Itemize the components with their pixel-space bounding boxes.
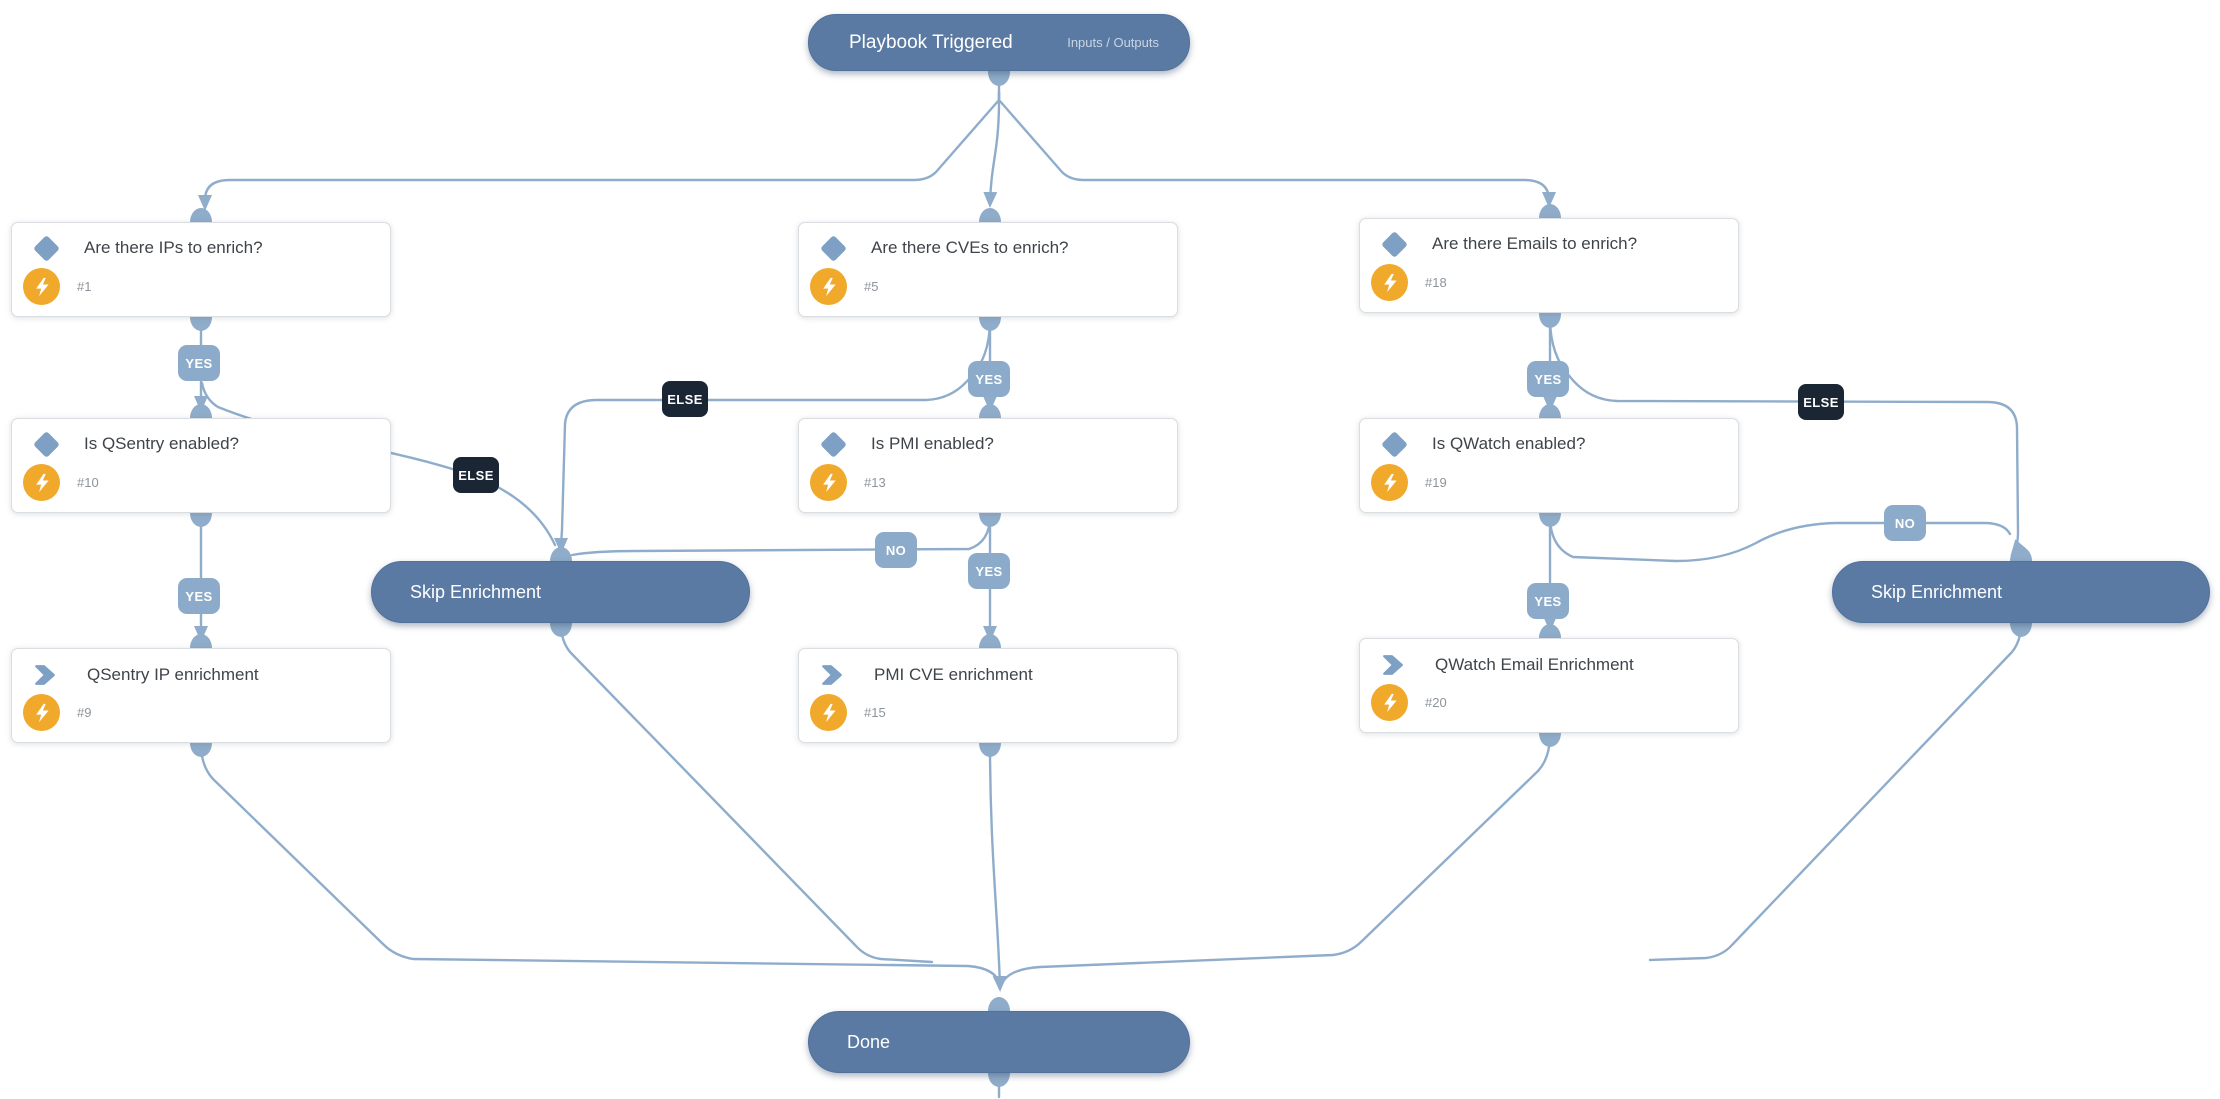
- edge-qsentry-enr-to-done: [199, 742, 1002, 987]
- task-number: #5: [864, 279, 879, 294]
- condition-icon: [820, 431, 847, 458]
- done-node[interactable]: Done: [808, 1011, 1190, 1073]
- automation-icon: [23, 464, 60, 501]
- task-condition-qsentry[interactable]: Is QSentry enabled? #10: [11, 418, 391, 513]
- condition-icon: [820, 235, 847, 262]
- task-title: PMI CVE enrichment: [874, 665, 1033, 684]
- tag-yes-cves: YES: [968, 361, 1010, 397]
- tag-yes-ips: YES: [178, 345, 220, 381]
- tag-yes-emails: YES: [1527, 361, 1569, 397]
- task-playbook-qsentry-ip-enrichment[interactable]: QSentry IP enrichment #9: [11, 648, 391, 743]
- tag-else-emails: ELSE: [1798, 384, 1844, 420]
- task-number: #10: [77, 475, 99, 490]
- edge-pmi-no-to-skip: [570, 514, 992, 557]
- tag-no-pmi: NO: [875, 532, 917, 568]
- task-title: QSentry IP enrichment: [87, 665, 259, 684]
- task-number: #1: [77, 279, 92, 294]
- task-title: Are there Emails to enrich?: [1432, 233, 1638, 253]
- automation-icon: [810, 464, 847, 501]
- edge-trigger-to-ips: [198, 90, 1001, 211]
- task-condition-emails[interactable]: Are there Emails to enrich? #18: [1359, 218, 1739, 313]
- edge-qwatch-enr-to-done: [1000, 732, 1552, 986]
- tag-else-ips: ELSE: [453, 457, 499, 493]
- tag-no-qwatch: NO: [1884, 505, 1926, 541]
- inputs-outputs-link[interactable]: Inputs / Outputs: [1067, 35, 1159, 50]
- edge-qwatch-no-to-skip: [1548, 514, 2012, 563]
- automation-icon: [810, 268, 847, 305]
- condition-icon: [33, 235, 60, 262]
- task-condition-qwatch[interactable]: Is QWatch enabled? #19: [1359, 418, 1739, 513]
- condition-icon: [1381, 231, 1408, 258]
- task-number: #9: [77, 705, 92, 720]
- automation-icon: [23, 694, 60, 731]
- task-title: Is PMI enabled?: [871, 433, 994, 453]
- tag-yes-qsentry: YES: [178, 578, 220, 614]
- playbook-trigger-node[interactable]: Playbook Triggered Inputs / Outputs: [808, 14, 1190, 71]
- task-number: #13: [864, 475, 886, 490]
- node-title: Skip Enrichment: [410, 581, 542, 602]
- condition-icon: [1381, 431, 1408, 458]
- edge-trigger-to-cves: [983, 70, 1001, 208]
- subplaybook-icon: [33, 663, 59, 687]
- task-title: Are there CVEs to enrich?: [871, 237, 1069, 257]
- condition-icon: [33, 431, 60, 458]
- task-playbook-pmi-cve-enrichment[interactable]: PMI CVE enrichment #15: [798, 648, 1178, 743]
- automation-icon: [1371, 684, 1408, 721]
- edge-pmi-enr-to-done: [988, 742, 1007, 992]
- task-title: Is QSentry enabled?: [84, 433, 239, 453]
- tag-yes-qwatch: YES: [1527, 583, 1569, 619]
- task-title: Are there IPs to enrich?: [84, 237, 263, 257]
- tag-else-cves: ELSE: [662, 381, 708, 417]
- tag-yes-pmi: YES: [968, 553, 1010, 589]
- task-playbook-qwatch-email-enrichment[interactable]: QWatch Email Enrichment #20: [1359, 638, 1739, 733]
- task-number: #20: [1425, 695, 1447, 710]
- task-number: #19: [1425, 475, 1447, 490]
- node-title: Skip Enrichment: [1871, 581, 2003, 602]
- automation-icon: [1371, 464, 1408, 501]
- task-title: Is QWatch enabled?: [1432, 433, 1586, 453]
- task-condition-cves[interactable]: Are there CVEs to enrich? #5: [798, 222, 1178, 317]
- edge-trigger-to-emails: [997, 90, 1556, 208]
- task-condition-pmi[interactable]: Is PMI enabled? #13: [798, 418, 1178, 513]
- subplaybook-icon: [1381, 653, 1407, 677]
- task-condition-ips[interactable]: Are there IPs to enrich? #1: [11, 222, 391, 317]
- trigger-title: Playbook Triggered: [849, 31, 1013, 53]
- skip-enrichment-node-left[interactable]: Skip Enrichment: [371, 561, 750, 623]
- task-number: #18: [1425, 275, 1447, 290]
- automation-icon: [1371, 264, 1408, 301]
- task-number: #15: [864, 705, 886, 720]
- task-title: QWatch Email Enrichment: [1435, 655, 1634, 674]
- subplaybook-icon: [820, 663, 846, 687]
- automation-icon: [23, 268, 60, 305]
- node-title: Done: [847, 1031, 891, 1052]
- skip-enrichment-node-right[interactable]: Skip Enrichment: [1832, 561, 2210, 623]
- automation-icon: [810, 694, 847, 731]
